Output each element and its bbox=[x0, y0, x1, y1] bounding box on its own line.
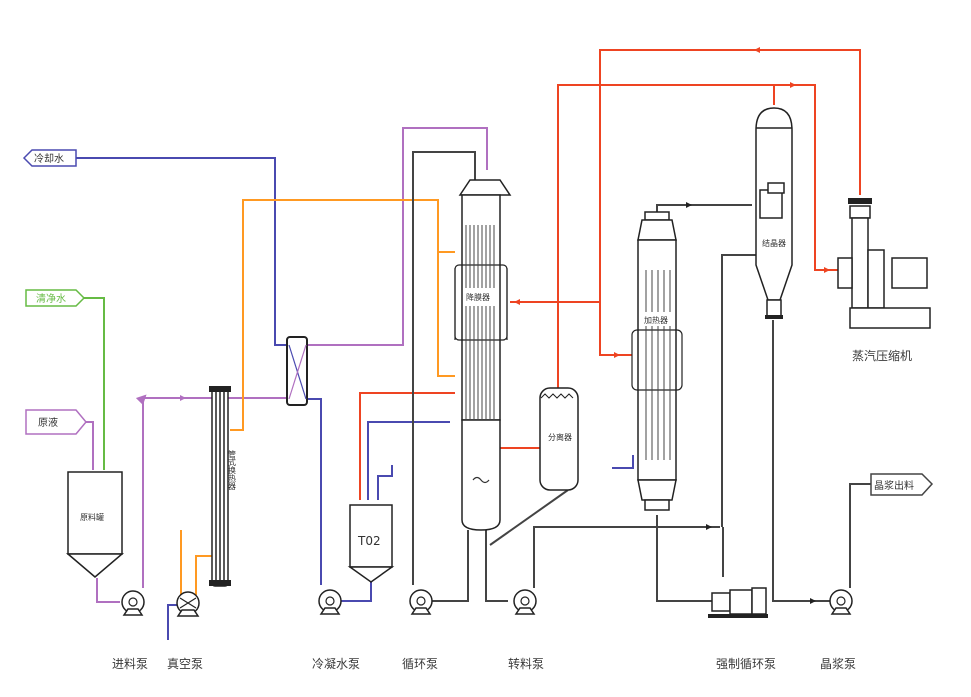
arrow-icon bbox=[810, 598, 816, 604]
stream-tag-clean-water: 清净水 bbox=[25, 289, 86, 307]
feed-pump[interactable]: 进料泵 bbox=[112, 590, 148, 671]
circulation-pump-label: 循环泵 bbox=[402, 657, 438, 671]
condensate-pump[interactable]: 冷凝水泵 bbox=[312, 589, 360, 671]
plate-heat-exchanger[interactable] bbox=[286, 336, 308, 406]
transfer-pump[interactable]: 转料泵 bbox=[508, 589, 544, 671]
vacuum-pump-label: 真空泵 bbox=[167, 657, 203, 671]
separator-label: 分离器 bbox=[548, 432, 572, 442]
forced-circulation-heater-label: 加热器 bbox=[644, 315, 668, 325]
feed-pump-label: 进料泵 bbox=[112, 657, 148, 671]
tube-heat-exchanger[interactable]: 管式换热器 bbox=[209, 386, 237, 587]
arrow-icon bbox=[180, 395, 186, 401]
feed-tank-label: 原料罐 bbox=[80, 512, 104, 522]
pipe-feed bbox=[86, 127, 488, 603]
stream-tag-raw-liquid: 原液 bbox=[25, 409, 87, 435]
separator[interactable]: 分离器 bbox=[539, 387, 579, 491]
pipe-steam bbox=[359, 49, 861, 500]
arrow-icon bbox=[686, 202, 692, 208]
liquid-level-icon bbox=[472, 476, 490, 484]
stream-label-raw-liquid: 原液 bbox=[38, 416, 58, 429]
stream-tag-cooling-water: 冷却水 bbox=[22, 149, 77, 167]
pipe-vacuum bbox=[180, 199, 455, 595]
pipe-clean-water bbox=[84, 297, 105, 470]
arrow-icon bbox=[790, 82, 796, 88]
slurry-pump[interactable]: 晶浆泵 bbox=[820, 589, 856, 671]
crystallizer[interactable]: 结晶器 bbox=[755, 107, 793, 319]
flow-arrows bbox=[180, 47, 830, 604]
arrow-icon bbox=[514, 299, 520, 305]
crystallizer-label: 结晶器 bbox=[762, 238, 786, 248]
feed-tank[interactable]: 原料罐 bbox=[65, 471, 125, 578]
vacuum-pump[interactable]: 真空泵 bbox=[167, 591, 203, 671]
transfer-pump-label: 转料泵 bbox=[508, 656, 544, 671]
condensate-pump-label: 冷凝水泵 bbox=[312, 656, 360, 671]
tube-heat-exchanger-label: 管式换热器 bbox=[228, 449, 237, 491]
slurry-pump-label: 晶浆泵 bbox=[820, 656, 856, 671]
pipe-cooling-water bbox=[76, 157, 634, 640]
circulation-pump[interactable]: 循环泵 bbox=[402, 589, 438, 671]
vapor-compressor-label: 蒸汽压缩机 bbox=[852, 348, 912, 363]
stream-tag-slurry-out: 晶浆出料 bbox=[870, 473, 934, 496]
forced-circulation-pump-label: 强制循环泵 bbox=[716, 657, 776, 671]
falling-film-evaporator-label: 降膜器 bbox=[466, 292, 490, 302]
arrow-icon bbox=[614, 352, 620, 358]
stream-label-cooling-water: 冷却水 bbox=[34, 152, 64, 165]
forced-circulation-pump[interactable]: 强制循环泵 bbox=[708, 587, 776, 671]
arrow-icon bbox=[824, 267, 830, 273]
forced-circulation-heater[interactable]: 加热器 bbox=[631, 211, 683, 511]
pipe-process bbox=[412, 151, 871, 602]
falling-film-evaporator[interactable]: 降膜器 bbox=[454, 179, 512, 531]
t02-tank[interactable]: T02 bbox=[347, 504, 395, 583]
stream-label-slurry-out: 晶浆出料 bbox=[874, 479, 914, 492]
vapor-compressor[interactable]: 蒸汽压缩机 bbox=[837, 198, 931, 363]
arrow-icon bbox=[754, 47, 760, 53]
t02-label: T02 bbox=[357, 534, 381, 548]
arrow-icon bbox=[706, 524, 712, 530]
stream-label-clean-water: 清净水 bbox=[36, 292, 66, 305]
